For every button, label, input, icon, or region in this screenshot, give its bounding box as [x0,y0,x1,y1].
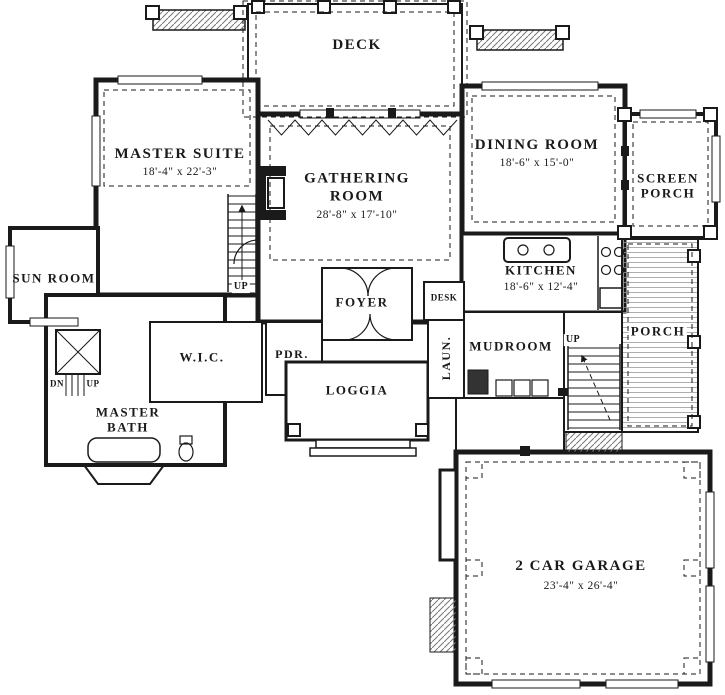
room-label-desk: DESK [430,292,458,303]
room-label-master-suite: MASTER SUITE [114,146,246,163]
door-jambs [326,108,629,456]
room-label-porch: PORCH [628,323,688,339]
room-label-sun-room: SUN ROOM [12,270,96,286]
stair-label-dn-sunroom: DN [50,378,64,389]
stair-label-up-sunroom: UP [86,378,100,389]
mudroom-fixtures [467,369,549,397]
windows [5,75,721,689]
room-label-kitchen: KITCHEN [505,262,577,278]
room-dims-kitchen: 18'-6" x 12'-4" [503,281,579,294]
door-swings [233,239,397,341]
room-label-loggia: LOGGIA [325,382,389,398]
room-dims-dining: 18'-6" x 15'-0" [499,157,575,170]
room-label-dining: DINING ROOM [474,137,600,154]
stair-label-up-master: UP [231,281,251,293]
room-label-laundry: LAUN. [438,335,453,381]
room-label-master-bath: MASTER BATH [95,404,161,435]
room-label-deck: DECK [332,37,382,54]
stair-label-up-rear: UP [563,334,583,346]
dashed-ceiling-lines [103,0,709,675]
fireplace [256,166,286,220]
room-label-gathering: GATHERING ROOM [304,170,410,204]
room-label-mudroom: MUDROOM [469,338,553,354]
bath-fixtures [55,329,194,485]
room-dims-garage: 23'-4" x 26'-4" [543,580,619,593]
room-label-pdr: PDR. [275,346,309,361]
deck-structure [145,0,570,115]
room-label-foyer: FOYER [335,294,389,310]
transom-zigzag [267,119,458,136]
room-label-garage: 2 CAR GARAGE [515,558,647,575]
room-label-wic: W.I.C. [179,349,225,365]
porch-columns [617,107,718,429]
room-label-screen-porch: SCREEN PORCH [637,170,699,201]
stairs-rear [567,344,621,430]
room-dims-master-suite: 18'-4" x 22'-3" [142,166,218,179]
kitchen-fixtures [503,236,625,310]
stairs-sunroom-steps [65,372,85,396]
room-dims-gathering: 28'-8" x 17'-10" [316,209,398,222]
